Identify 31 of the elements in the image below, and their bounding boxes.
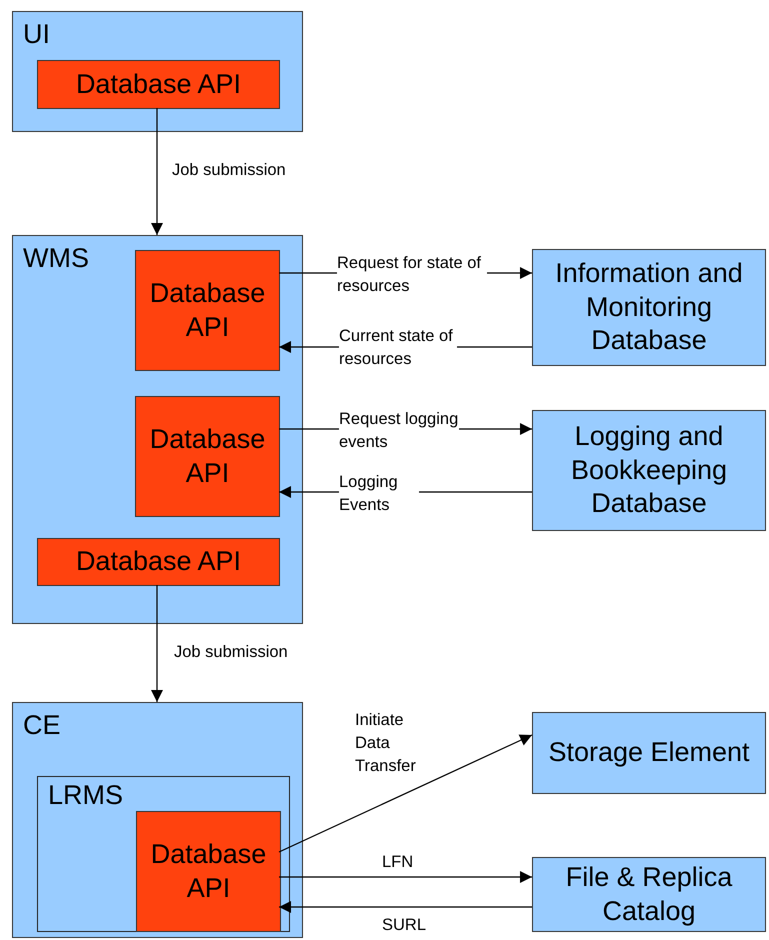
node-label: Logging and Bookkeeping Database (570, 420, 728, 520)
database-box (532, 410, 766, 531)
arrow (151, 108, 163, 235)
api-box (37, 60, 280, 109)
node-label: WMS (23, 242, 89, 275)
api-box (37, 538, 280, 586)
node-label: Database API (76, 68, 242, 101)
arrow (151, 585, 163, 702)
api-box (136, 811, 281, 932)
container-box (37, 776, 290, 932)
node-label: UI (23, 18, 50, 51)
container-box (12, 702, 303, 938)
container-box (12, 11, 303, 132)
node-label: Database API (148, 276, 266, 344)
node-label: LRMS (48, 779, 124, 812)
api-box (135, 250, 280, 371)
node-label: Storage Element (548, 736, 750, 770)
arrow (278, 734, 532, 853)
container-box (12, 235, 303, 624)
database-box (532, 857, 766, 932)
database-box (532, 712, 766, 794)
arrow (279, 901, 532, 913)
database-box (532, 249, 766, 366)
node-label: Database API (148, 422, 266, 490)
node-label: Information and Monitoring Database (554, 256, 744, 358)
arrow (279, 871, 532, 883)
node-label: File & Replica Catalog (564, 860, 734, 928)
node-label: CE (23, 709, 61, 742)
api-box (135, 396, 280, 517)
node-label: Database API (150, 838, 268, 904)
node-label: Database API (76, 545, 242, 578)
